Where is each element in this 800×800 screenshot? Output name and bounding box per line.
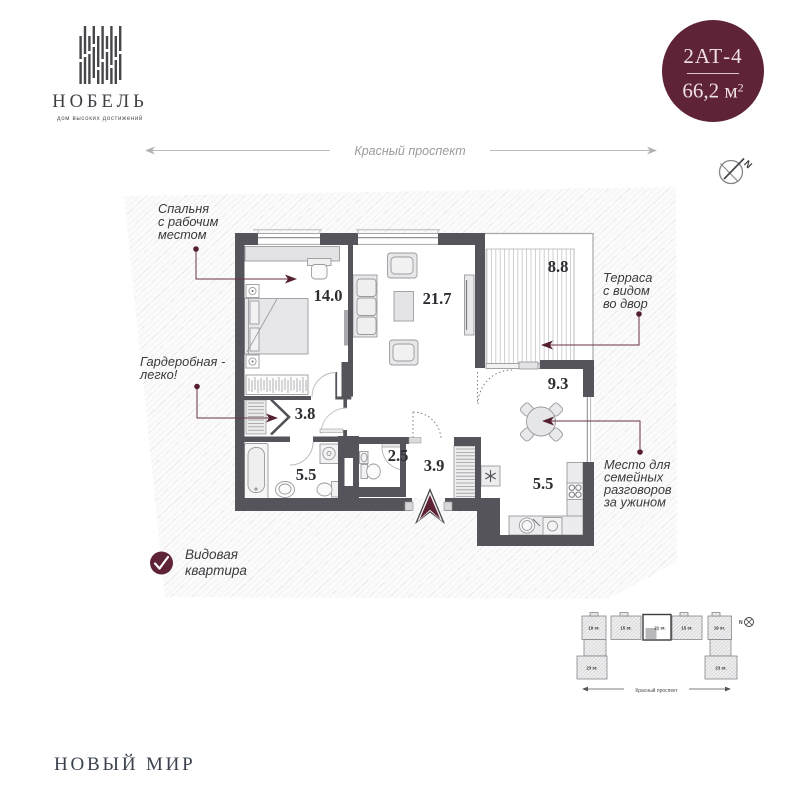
svg-text:с рабочим: с рабочим (158, 214, 219, 229)
svg-text:с видом: с видом (603, 283, 650, 298)
svg-text:3.9: 3.9 (424, 456, 445, 475)
svg-text:15 эт.: 15 эт. (620, 626, 631, 631)
svg-text:Красный проспект: Красный проспект (635, 687, 678, 694)
svg-text:НОВЫЙ МИР: НОВЫЙ МИР (54, 754, 196, 775)
svg-text:3.8: 3.8 (295, 404, 316, 423)
svg-text:5.5: 5.5 (296, 465, 317, 484)
svg-text:21.7: 21.7 (423, 289, 452, 308)
svg-text:Спальня: Спальня (158, 201, 209, 216)
svg-text:местом: местом (158, 227, 207, 242)
svg-text:дом высоких достижений: дом высоких достижений (57, 115, 143, 122)
svg-text:66,2 м2: 66,2 м2 (682, 79, 743, 103)
svg-text:23 эт.: 23 эт. (715, 666, 726, 671)
svg-text:19 эт.: 19 эт. (588, 626, 599, 631)
svg-text:Гардеробная -: Гардеробная - (140, 354, 225, 369)
svg-text:Красный проспект: Красный проспект (354, 144, 465, 158)
svg-text:5.5: 5.5 (533, 474, 554, 493)
svg-text:разговоров: разговоров (603, 482, 672, 497)
svg-text:2.5: 2.5 (388, 446, 409, 465)
svg-text:23 эт.: 23 эт. (586, 666, 597, 671)
svg-text:15 эт.: 15 эт. (681, 626, 692, 631)
svg-text:21 эт.: 21 эт. (654, 626, 665, 631)
svg-text:за ужином: за ужином (603, 495, 666, 510)
svg-text:2АТ-4: 2АТ-4 (683, 44, 742, 68)
svg-text:семейных: семейных (604, 470, 664, 485)
svg-text:N: N (739, 620, 743, 626)
svg-text:Терраса: Терраса (603, 270, 652, 285)
svg-text:9.3: 9.3 (548, 374, 569, 393)
svg-text:14.0: 14.0 (314, 286, 343, 305)
svg-text:НОБЕЛЬ: НОБЕЛЬ (52, 92, 148, 112)
svg-text:Видовая: Видовая (185, 547, 238, 562)
svg-text:19 эт.: 19 эт. (714, 626, 725, 631)
svg-text:легко!: легко! (139, 367, 178, 382)
svg-text:квартира: квартира (185, 563, 247, 578)
svg-text:во двор: во двор (603, 296, 648, 311)
svg-text:8.8: 8.8 (548, 257, 569, 276)
svg-text:Место для: Место для (604, 457, 671, 472)
